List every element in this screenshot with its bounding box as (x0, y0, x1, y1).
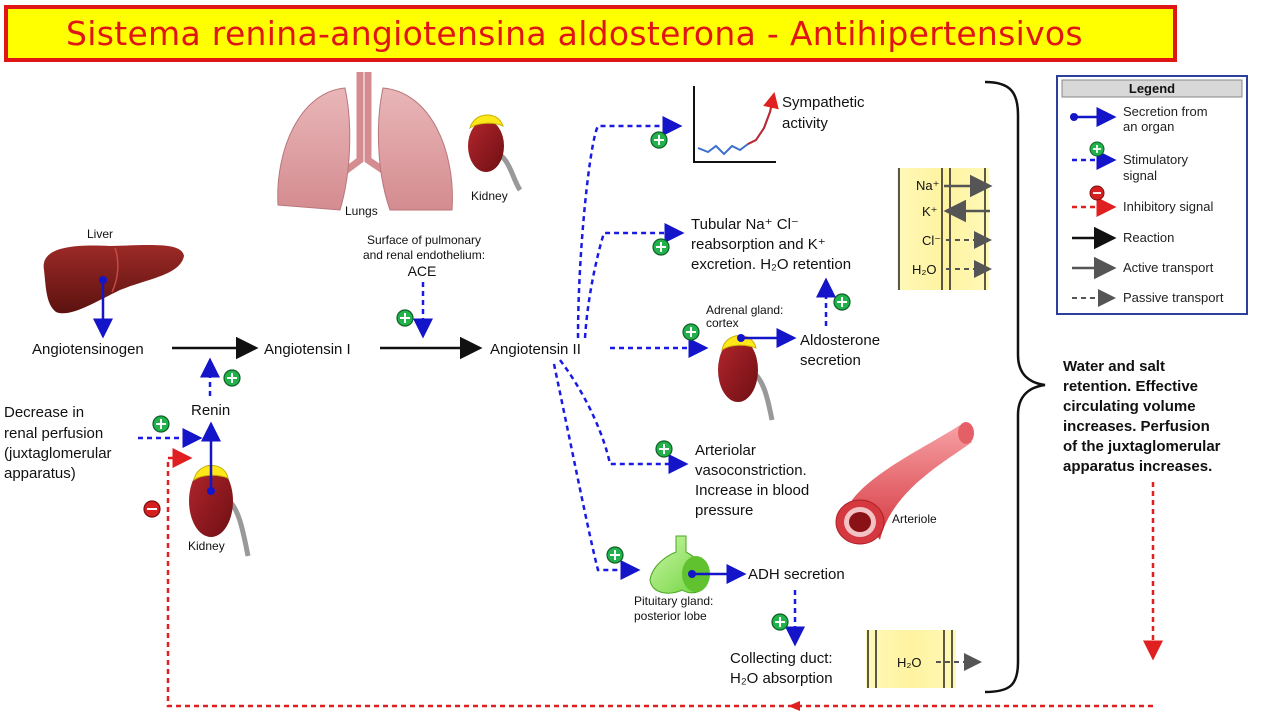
lungs-label: Lungs (345, 204, 378, 218)
kidney-top-image (468, 114, 523, 192)
angiotensin-ii-branches (552, 116, 709, 580)
legend-passive: Passive transport (1123, 290, 1224, 305)
pituitary-line-2: posterior lobe (634, 609, 707, 623)
summary-line-3: circulating volume (1063, 398, 1196, 415)
legend-secretion-2: an organ (1123, 119, 1174, 134)
page-title: Sistema renina-angiotensina aldosterona … (66, 14, 1083, 53)
collecting-line-2: H₂O absorption (730, 670, 833, 687)
plus-icon (652, 238, 670, 256)
plus-icon (682, 323, 700, 341)
plus-icon (152, 415, 170, 433)
decrease-line-4: apparatus) (4, 465, 76, 482)
ace-label: ACE (408, 263, 437, 279)
duct-transport-panel (866, 630, 982, 688)
angiotensin-ii-label: Angiotensin II (490, 341, 581, 358)
minus-icon (143, 500, 161, 518)
ace-site-line-1: Surface of pulmonary (367, 233, 481, 247)
adrenal-line-1: Adrenal gland: (706, 303, 783, 317)
tubular-line-3: excretion. H₂O retention (691, 256, 851, 273)
decrease-line-1: Decrease in (4, 404, 84, 421)
legend-secretion-1: Secretion from (1123, 104, 1208, 119)
liver-secretion-dot (99, 276, 107, 284)
sympathetic-line-2: activity (782, 115, 828, 132)
summary-line-1: Water and salt (1063, 358, 1165, 375)
adrenal-secretion-dot (737, 334, 745, 342)
summary-line-6: apparatus increases. (1063, 458, 1212, 475)
aldosterone-line-2: secretion (800, 352, 861, 369)
legend-title: Legend (1129, 81, 1175, 96)
decrease-line-3: (juxtaglomerular (4, 445, 112, 462)
arteriole-label: Arteriole (892, 512, 937, 526)
liver-image (43, 245, 184, 314)
pituitary-image (649, 535, 710, 594)
angiotensin-i-label: Angiotensin I (264, 341, 351, 358)
adrenal-line-2: cortex (706, 316, 739, 330)
lungs-image (277, 72, 453, 211)
plus-icon (650, 131, 668, 149)
plus-icon (833, 293, 851, 311)
kidney-bottom-label: Kidney (188, 539, 225, 553)
aldosterone-line-1: Aldosterone (800, 332, 880, 349)
legend-reaction: Reaction (1123, 230, 1174, 245)
ion-k: K⁺ (922, 204, 938, 219)
ion-na: Na⁺ (916, 178, 939, 193)
collecting-line-1: Collecting duct: (730, 650, 833, 667)
kidney-top-label: Kidney (471, 189, 508, 203)
summary-line-5: of the juxtaglomerular (1063, 438, 1221, 455)
adh-label: ADH secretion (748, 566, 845, 583)
feedback-mid-arrowhead (788, 701, 800, 711)
tubular-line-2: reabsorption and K⁺ (691, 236, 826, 253)
kidney-secretion-dot (207, 487, 215, 495)
vaso-line-2: vasoconstriction. (695, 462, 807, 479)
sympathetic-graph (693, 86, 779, 163)
summary-line-4: increases. Perfusion (1063, 418, 1210, 435)
renin-label: Renin (191, 402, 230, 419)
vaso-line-3: Increase in blood (695, 482, 809, 499)
liver-label: Liver (87, 227, 113, 241)
ace-site-line-2: and renal endothelium: (363, 248, 485, 262)
plus-icon (655, 440, 673, 458)
ion-cl: Cl⁻ (922, 233, 941, 248)
tubular-line-1: Tubular Na⁺ Cl⁻ (691, 216, 799, 233)
arteriole-image (835, 422, 974, 545)
feedback-loop (166, 448, 1153, 708)
adrenal-kidney-image (718, 335, 775, 421)
title-banner: Sistema renina-angiotensina aldosterona … (4, 5, 1177, 62)
angiotensinogen-label: Angiotensinogen (32, 341, 144, 358)
plus-icon (223, 369, 241, 387)
decrease-line-2: renal perfusion (4, 425, 103, 442)
duct-h2o: H₂O (897, 655, 922, 670)
pituitary-line-1: Pituitary gland: (634, 594, 713, 608)
legend-active: Active transport (1123, 260, 1214, 275)
summary-line-2: retention. Effective (1063, 378, 1198, 395)
ion-h2o: H₂O (912, 262, 937, 277)
sympathetic-line-1: Sympathetic (782, 94, 865, 111)
vaso-line-4: pressure (695, 502, 753, 519)
plus-icon (396, 309, 414, 327)
pituitary-secretion-dot (688, 570, 696, 578)
effects-brace (984, 80, 1046, 694)
legend-stimulatory-1: Stimulatory (1123, 152, 1189, 167)
plus-icon (606, 546, 624, 564)
legend-stimulatory-2: signal (1123, 168, 1157, 183)
vaso-line-1: Arteriolar (695, 442, 756, 459)
legend (1056, 75, 1248, 315)
plus-icon (771, 613, 789, 631)
legend-inhibitory: Inhibitory signal (1123, 199, 1213, 214)
ion-transport-panel (897, 168, 993, 290)
